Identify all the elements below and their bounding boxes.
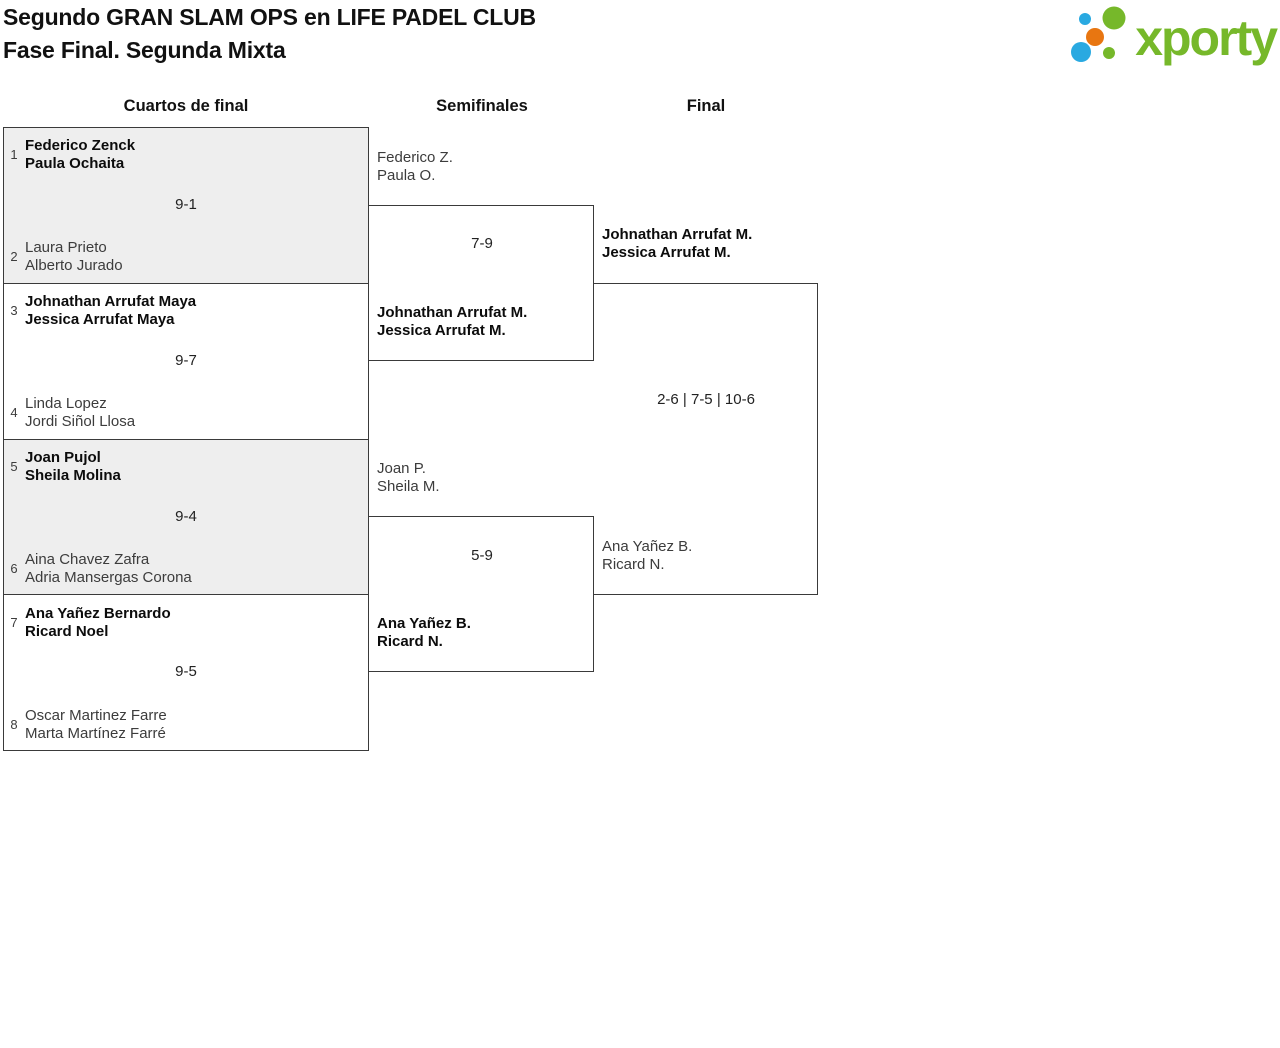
team-names: Federico Zenck Paula Ochaita — [25, 137, 363, 173]
match-box-final[interactable] — [594, 283, 818, 595]
score-final: 2-6 | 7-5 | 10-6 — [657, 391, 755, 408]
team-row-sf1-loser[interactable]: Federico Z. Paula O. — [377, 149, 587, 185]
score-qf2: 9-7 — [175, 352, 197, 369]
score-qf3: 9-4 — [175, 508, 197, 525]
player-name: Joan Pujol — [25, 449, 101, 466]
player-name: Ricard N. — [377, 633, 443, 650]
team-row-qf2-loser[interactable]: 4 Linda Lopez Jordi Siñol Llosa — [3, 395, 363, 431]
team-row-qf4-winner[interactable]: 7 Ana Yañez Bernardo Ricard Noel — [3, 605, 363, 641]
seed-number: 1 — [10, 147, 18, 162]
round-header-quarterfinals: Cuartos de final — [123, 97, 249, 115]
match-box-sf1[interactable] — [369, 205, 594, 361]
team-names: Johnathan Arrufat M. Jessica Arrufat M. — [377, 304, 587, 340]
seed-number: 6 — [10, 561, 18, 576]
team-row-final-winner[interactable]: Johnathan Arrufat M. Jessica Arrufat M. — [602, 226, 812, 262]
player-name: Jessica Arrufat Maya — [25, 311, 175, 328]
player-name: Federico Z. — [377, 149, 453, 166]
player-name: Laura Prieto — [25, 239, 107, 256]
player-name: Marta Martínez Farré — [25, 725, 166, 742]
player-name: Oscar Martinez Farre — [25, 707, 167, 724]
player-name: Ana Yañez Bernardo — [25, 605, 171, 622]
seed-number: 2 — [10, 249, 18, 264]
seed-number: 7 — [10, 615, 18, 630]
team-row-qf2-winner[interactable]: 3 Johnathan Arrufat Maya Jessica Arrufat… — [3, 293, 363, 329]
xporty-dots-icon — [1071, 6, 1126, 62]
player-name: Johnathan Arrufat M. — [377, 304, 528, 321]
player-name: Alberto Jurado — [25, 257, 123, 274]
team-row-qf1-winner[interactable]: 1 Federico Zenck Paula Ochaita — [3, 137, 363, 173]
team-names: Ana Yañez B. Ricard N. — [377, 615, 587, 651]
player-name: Aina Chavez Zafra — [25, 551, 150, 568]
player-name: Ana Yañez B. — [602, 538, 693, 555]
player-name: Sheila Molina — [25, 467, 121, 484]
player-name: Joan P. — [377, 460, 426, 477]
seed-number: 5 — [10, 459, 18, 474]
player-name: Adria Mansergas Corona — [25, 569, 192, 586]
player-name: Johnathan Arrufat Maya — [25, 293, 197, 310]
team-names: Laura Prieto Alberto Jurado — [25, 239, 363, 275]
xporty-wordmark: xporty — [1135, 10, 1278, 66]
team-row-qf4-loser[interactable]: 8 Oscar Martinez Farre Marta Martínez Fa… — [3, 707, 363, 743]
page-title: Segundo GRAN SLAM OPS en LIFE PADEL CLUB… — [3, 1, 536, 67]
team-names: Johnathan Arrufat M. Jessica Arrufat M. — [602, 226, 812, 262]
player-name: Ana Yañez B. — [377, 615, 471, 632]
round-header-semifinals: Semifinales — [436, 97, 528, 115]
team-row-sf2-winner[interactable]: Ana Yañez B. Ricard N. — [377, 615, 587, 651]
seed-number: 4 — [10, 405, 18, 420]
player-name: Jessica Arrufat M. — [602, 244, 731, 261]
match-box-qf3[interactable] — [3, 439, 369, 595]
player-name: Linda Lopez — [25, 395, 107, 412]
player-name: Ricard Noel — [25, 623, 109, 640]
team-names: Johnathan Arrufat Maya Jessica Arrufat M… — [25, 293, 363, 329]
team-names: Oscar Martinez Farre Marta Martínez Farr… — [25, 707, 363, 743]
score-sf2: 5-9 — [471, 547, 493, 564]
team-names: Federico Z. Paula O. — [377, 149, 587, 185]
phase-name: Fase Final. Segunda Mixta — [3, 37, 286, 63]
team-row-qf3-winner[interactable]: 5 Joan Pujol Sheila Molina — [3, 449, 363, 485]
match-box-qf4[interactable] — [3, 594, 369, 751]
team-row-qf3-loser[interactable]: 6 Aina Chavez Zafra Adria Mansergas Coro… — [3, 551, 363, 587]
team-row-sf2-loser[interactable]: Joan P. Sheila M. — [377, 460, 587, 496]
team-names: Ana Yañez Bernardo Ricard Noel — [25, 605, 363, 641]
player-name: Paula Ochaita — [25, 155, 125, 172]
team-names: Joan Pujol Sheila Molina — [25, 449, 363, 485]
player-name: Paula O. — [377, 167, 436, 184]
xporty-logo[interactable]: xporty — [1065, 3, 1278, 73]
player-name: Ricard N. — [602, 556, 665, 573]
match-box-qf1[interactable] — [3, 127, 369, 284]
player-name: Johnathan Arrufat M. — [602, 226, 753, 243]
team-names: Aina Chavez Zafra Adria Mansergas Corona — [25, 551, 363, 587]
team-row-final-loser[interactable]: Ana Yañez B. Ricard N. — [602, 538, 812, 574]
team-row-sf1-winner[interactable]: Johnathan Arrufat M. Jessica Arrufat M. — [377, 304, 587, 340]
score-qf4: 9-5 — [175, 663, 197, 680]
round-header-final: Final — [686, 97, 726, 115]
player-name: Jessica Arrufat M. — [377, 322, 506, 339]
score-sf1: 7-9 — [471, 235, 493, 252]
tournament-name: Segundo GRAN SLAM OPS en LIFE PADEL CLUB — [3, 4, 536, 30]
team-names: Linda Lopez Jordi Siñol Llosa — [25, 395, 363, 431]
match-box-sf2[interactable] — [369, 516, 594, 672]
seed-number: 3 — [10, 303, 18, 318]
team-names: Joan P. Sheila M. — [377, 460, 587, 496]
player-name: Sheila M. — [377, 478, 440, 495]
seed-number: 8 — [10, 717, 18, 732]
team-row-qf1-loser[interactable]: 2 Laura Prieto Alberto Jurado — [3, 239, 363, 275]
player-name: Federico Zenck — [25, 137, 136, 154]
team-names: Ana Yañez B. Ricard N. — [602, 538, 812, 574]
score-qf1: 9-1 — [175, 196, 197, 213]
player-name: Jordi Siñol Llosa — [25, 413, 136, 430]
